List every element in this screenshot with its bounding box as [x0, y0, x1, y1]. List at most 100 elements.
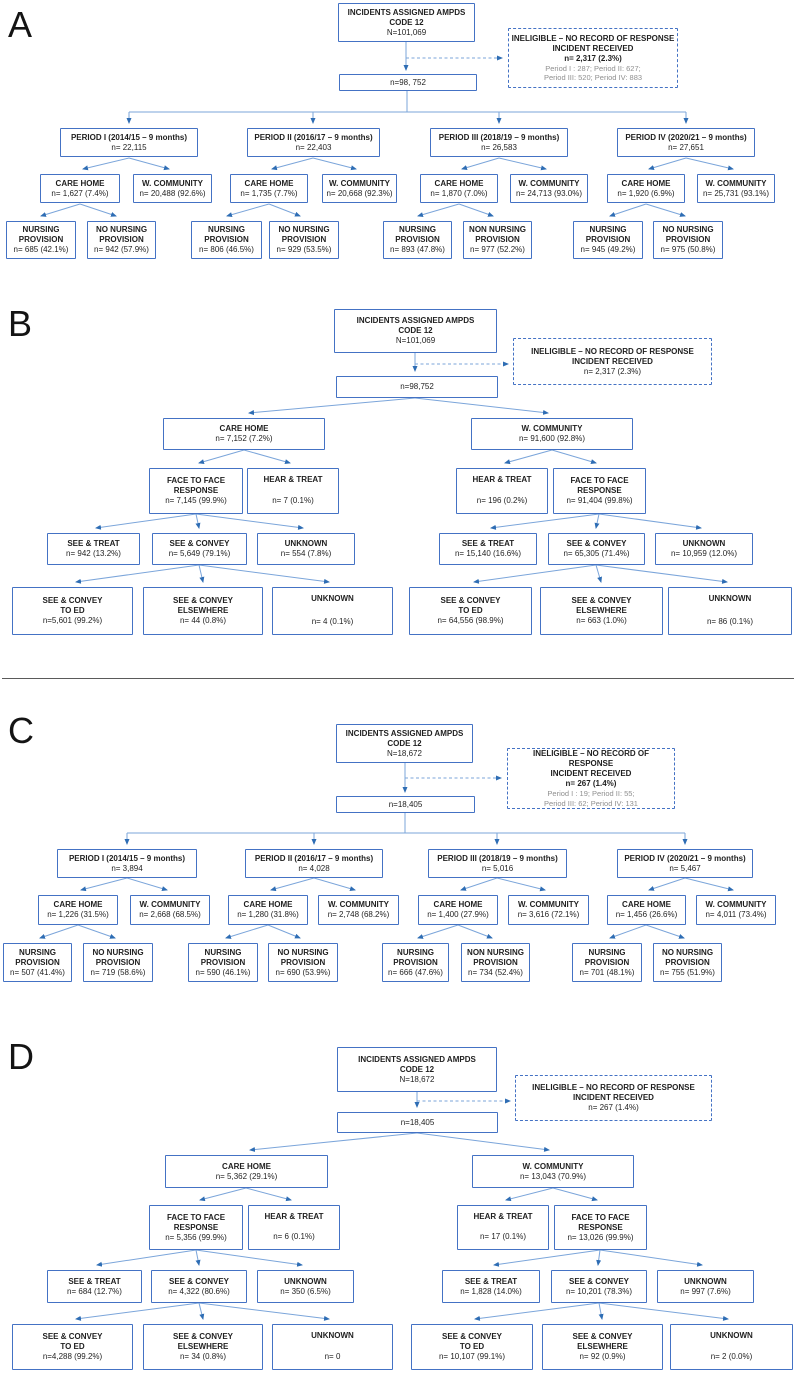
node-title: HEAR & TREAT [473, 1212, 533, 1221]
node-title: INELIGIBLE – NO RECORD OF RESPONSE INCID… [531, 346, 694, 366]
node-title: W. COMMUNITY [142, 178, 203, 188]
node-count: n= 5,649 (79.1%) [168, 549, 231, 558]
node-count: n= 196 (0.2%) [476, 496, 528, 505]
node-title: W. COMMUNITY [522, 1161, 584, 1171]
node-title: NURSING PROVISION [15, 947, 60, 967]
node-title: NON NURSING PROVISION [467, 947, 524, 967]
node-count: n= 1,280 (31.8%) [237, 910, 299, 919]
node-count: n= 34 (0.8%) [179, 1352, 227, 1361]
node-title: HEAR & TREAT [472, 475, 532, 484]
node-title: FACE TO FACE RESPONSE [571, 1212, 630, 1232]
node-title: NURSING PROVISION [200, 947, 246, 967]
node-title: W. COMMUNITY [705, 900, 767, 909]
panel-d-label: D [8, 1036, 34, 1077]
node-count: n= 2,317 (2.3%) [564, 53, 622, 63]
node-title: PERIOD II (2016/17 – 9 months) [254, 853, 374, 863]
node-count: n= 91,600 (92.8%) [518, 434, 586, 443]
node-count: n= 22,403 [295, 142, 332, 152]
node-count: n= 663 (1.0%) [576, 616, 627, 625]
node-count: n= 15,140 (16.6%) [454, 549, 522, 558]
node-title: INELIGIBLE – NO RECORD OF RESPONSE INCID… [532, 749, 649, 779]
node-count: n= 27,651 [668, 142, 704, 152]
b-eligible-node: n=98,752 [336, 376, 498, 398]
node-count: n=18,405 [400, 1117, 435, 1127]
node-count: n= 997 (7.6%) [680, 1286, 731, 1296]
node-count: n= 734 (52.4%) [468, 967, 523, 977]
panel-a-label: A [8, 4, 33, 45]
node-count: n= 4 (0.1%) [311, 617, 354, 626]
node-title: SEE & CONVEY [169, 539, 230, 548]
node-count: n= 690 (53.9%) [275, 967, 331, 977]
node-count: n= 977 (52.2%) [470, 245, 525, 254]
node-count: n= 1,400 (27.9%) [427, 910, 489, 919]
c-period-2-node: PERIOD II (2016/17 – 9 months)n= 4,028 [245, 849, 383, 878]
node-title: INCIDENTS ASSIGNED AMPDS CODE 12 [358, 1054, 476, 1074]
node-title: SEE & CONVEY TO ED [42, 1332, 103, 1351]
node-title: UNKNOWN [708, 594, 752, 603]
node-count: n=18,405 [388, 799, 423, 809]
node-count: n= 65,305 (71.4%) [563, 549, 630, 558]
node-count: n= 5,016 [481, 863, 514, 873]
node-count: n= 4,322 (80.6%) [168, 1286, 230, 1296]
node-count: n= 4,028 [298, 863, 330, 873]
node-count: n=5,601 (99.2%) [42, 616, 103, 625]
node-count: n= 1,226 (31.5%) [47, 910, 109, 919]
node-count: n= 20,668 (92.3%) [326, 188, 393, 198]
node-title: CARE HOME [434, 178, 484, 188]
node-count: n= 13,043 (70.9%) [519, 1171, 587, 1181]
node-count: n= 893 (47.8%) [390, 245, 445, 254]
node-title: SEE & TREAT [461, 539, 515, 548]
node-count: n= 929 (53.5%) [276, 245, 332, 254]
node-title: NON NURSING PROVISION [469, 225, 526, 244]
node-title: NO NURSING PROVISION [278, 225, 330, 244]
node-count: n= 945 (49.2%) [580, 245, 636, 254]
c-ineligible-node: INELIGIBLE – NO RECORD OF RESPONSE INCID… [507, 748, 675, 809]
node-title: W. COMMUNITY [705, 178, 767, 188]
node-count: n= 10,959 (12.0%) [670, 549, 738, 558]
panel-b-label: B [8, 303, 33, 344]
node-count: n= 267 (1.4%) [588, 1103, 639, 1112]
node-count: n= 5,467 [669, 863, 701, 873]
node-title: PERIOD IV (2020/21 – 9 months) [624, 853, 746, 863]
a-ineligible-node: INELIGIBLE – NO RECORD OF RESPONSE INCID… [508, 28, 678, 88]
node-title: INCIDENTS ASSIGNED AMPDS CODE 12 [356, 316, 475, 335]
node-count: n= 1,920 (6.9%) [617, 188, 675, 198]
node-title: NURSING PROVISION [584, 947, 630, 967]
node-title: FACE TO FACE RESPONSE [166, 1212, 226, 1232]
node-count: n= 806 (46.5%) [199, 245, 254, 254]
